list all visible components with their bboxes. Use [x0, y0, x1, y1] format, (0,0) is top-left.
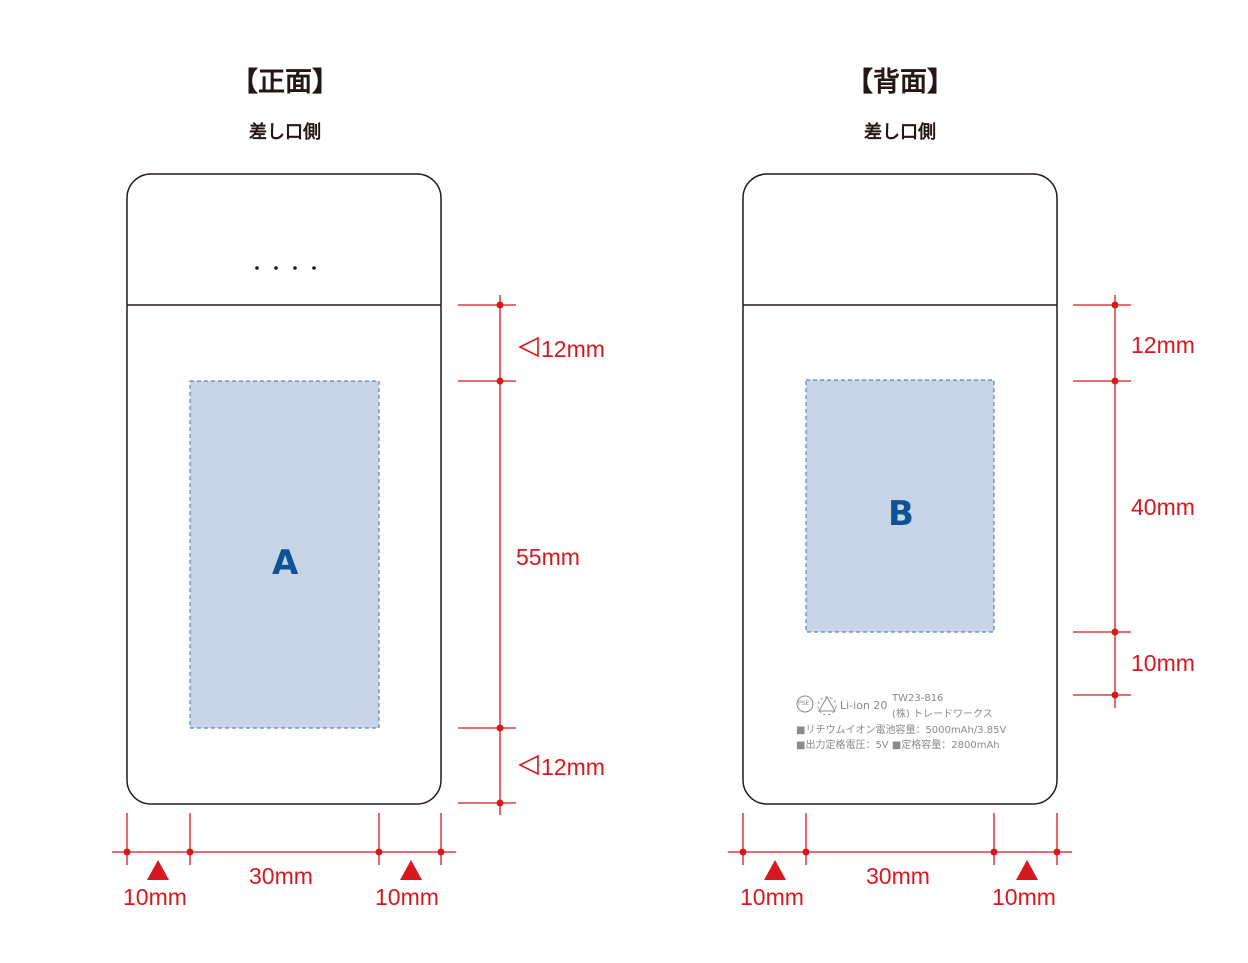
- back-port-side-label: 差し口側: [864, 122, 936, 143]
- front-dim-right: 10mm: [375, 884, 439, 910]
- front-dim-bottom: 12mm: [541, 754, 605, 780]
- model-number: TW23-816: [892, 693, 944, 704]
- back-left-triangle-icon: [764, 860, 786, 880]
- pse-mark-text: PSE: [798, 700, 810, 707]
- front-bottom-triangle-icon: [518, 754, 539, 776]
- back-dim-top: 12mm: [1131, 332, 1195, 358]
- front-dim-width: 30mm: [249, 863, 313, 889]
- front-horizontal-dimension: [112, 813, 456, 880]
- back-dim-left: 10mm: [740, 884, 804, 910]
- maker-name: (株) トレードワークス: [892, 709, 993, 720]
- back-device: [742, 173, 1058, 805]
- spec-line-2: ■出力定格電圧：5V ■定格容量：2800mAh: [796, 740, 1000, 751]
- front-view-title: 【正面】: [231, 67, 339, 98]
- back-view-title: 【背面】: [846, 67, 954, 98]
- front-indicator-dots: [255, 266, 316, 270]
- back-print-area: [805, 379, 995, 633]
- back-vertical-dimension: [1073, 295, 1131, 708]
- front-top-triangle-icon: [518, 336, 539, 358]
- front-print-area: [189, 380, 380, 729]
- front-dim-left: 10mm: [123, 884, 187, 910]
- front-right-triangle-icon: [400, 860, 422, 880]
- back-dim-height: 40mm: [1131, 494, 1195, 520]
- front-left-triangle-icon: [147, 860, 169, 880]
- recycle-mark-icon: [818, 695, 836, 712]
- back-area-label: B: [888, 494, 914, 534]
- battery-type: Li-ion 20: [840, 699, 888, 712]
- front-port-side-label: 差し口側: [249, 122, 321, 143]
- front-device: [126, 173, 442, 805]
- back-dim-right: 10mm: [992, 884, 1056, 910]
- front-dim-height: 55mm: [516, 544, 580, 570]
- front-vertical-dimension: [458, 295, 539, 815]
- pse-mark-icon: [796, 695, 814, 713]
- back-dim-width: 30mm: [866, 863, 930, 889]
- back-dim-bottom: 10mm: [1131, 650, 1195, 676]
- front-area-label: A: [272, 543, 299, 583]
- front-dim-top: 12mm: [541, 336, 605, 362]
- back-right-triangle-icon: [1016, 860, 1038, 880]
- spec-line-1: ■リチウムイオン電池容量：5000mAh/3.85V: [796, 725, 1007, 736]
- back-horizontal-dimension: [728, 813, 1072, 880]
